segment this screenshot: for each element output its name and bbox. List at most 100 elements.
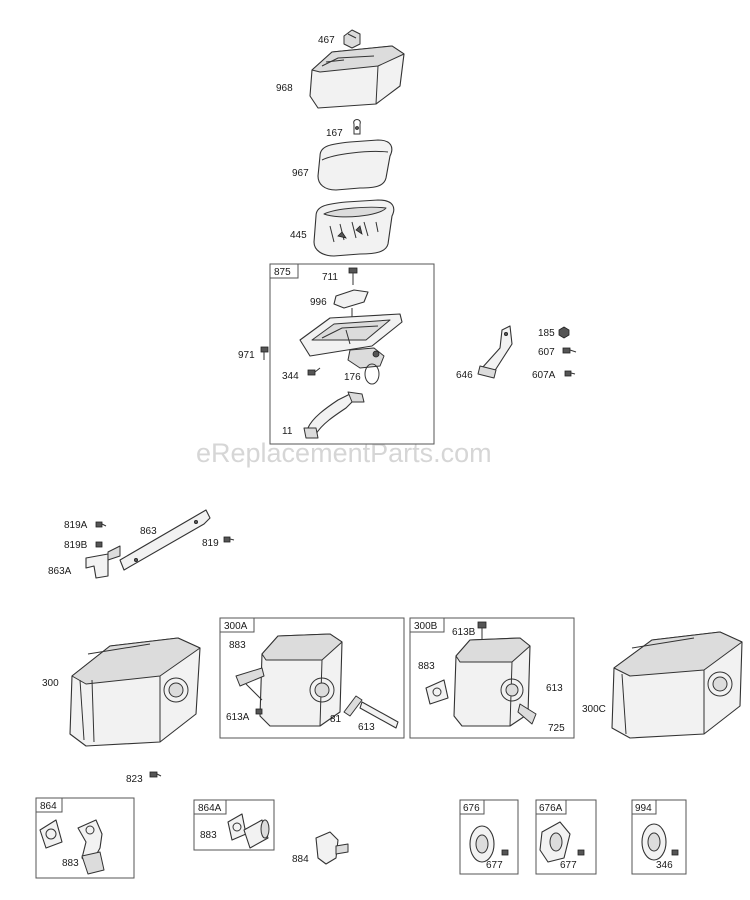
screw-346-icon[interactable] (671, 849, 679, 856)
label-445: 445 (290, 230, 307, 241)
group-box-875 (269, 263, 435, 445)
deflector-676a-icon[interactable] (539, 821, 571, 863)
nut-185-icon[interactable] (558, 326, 570, 339)
muffler-300-icon[interactable] (69, 637, 201, 747)
screw-823-icon[interactable] (149, 771, 162, 778)
group-tag-864: 864 (40, 801, 57, 812)
screw-971-icon[interactable] (260, 346, 269, 360)
bracket-863-icon[interactable] (119, 509, 211, 571)
label-819b: 819B (64, 540, 88, 551)
label-968: 968 (276, 83, 293, 94)
group-tag-864-box (35, 797, 63, 813)
label-185: 185 (538, 328, 555, 339)
label-971: 971 (238, 350, 255, 361)
deflector-676-icon[interactable] (469, 825, 495, 863)
label-646: 646 (456, 370, 473, 381)
label-883-b: 883 (418, 661, 435, 672)
label-467: 467 (318, 35, 335, 46)
air-cleaner-base-icon[interactable] (299, 313, 403, 369)
screw-819-icon[interactable] (223, 536, 235, 543)
label-607: 607 (538, 347, 555, 358)
exhaust-pipe-864a-icon[interactable] (243, 819, 270, 849)
group-box-864a (193, 799, 275, 851)
clamp-884-icon[interactable] (315, 831, 349, 865)
bolt-613b-icon[interactable] (477, 621, 487, 640)
breather-tube-icon[interactable] (303, 391, 365, 439)
label-167: 167 (326, 128, 343, 139)
screw-819b-icon[interactable] (95, 541, 103, 548)
air-cleaner-cover-icon[interactable] (309, 45, 405, 109)
screw-819a-icon[interactable] (95, 521, 107, 528)
group-tag-994-box (631, 799, 657, 815)
group-tag-300b: 300B (414, 621, 438, 632)
screw-677-b-icon[interactable] (577, 849, 585, 856)
group-box-300b (409, 617, 575, 739)
group-box-676 (459, 799, 519, 875)
exhaust-elbow-864-icon[interactable] (77, 819, 105, 875)
screw-677-a-icon[interactable] (501, 849, 509, 856)
bracket-646-icon[interactable] (477, 325, 513, 379)
label-863: 863 (140, 526, 157, 537)
label-883-d: 883 (200, 830, 217, 841)
label-819: 819 (202, 538, 219, 549)
label-176: 176 (344, 372, 361, 383)
label-613: 613 (358, 722, 375, 733)
spark-arrestor-994-icon[interactable] (641, 823, 667, 861)
group-tag-676: 676 (463, 803, 480, 814)
label-81: 81 (330, 714, 342, 725)
group-tag-864a: 864A (198, 803, 222, 814)
label-725: 725 (548, 723, 565, 734)
pre-cleaner-icon[interactable] (317, 139, 393, 191)
group-tag-300b-box (409, 617, 445, 633)
label-300c: 300C (582, 704, 606, 715)
label-300: 300 (42, 678, 59, 689)
muffler-300a-icon[interactable] (235, 633, 343, 727)
screw-607a-icon[interactable] (564, 370, 576, 377)
clip-icon[interactable] (353, 119, 361, 135)
group-tag-875-box (269, 263, 299, 279)
group-tag-875: 875 (274, 267, 291, 278)
screw-607-icon[interactable] (562, 347, 577, 354)
bracket-863a-icon[interactable] (85, 545, 121, 579)
pipe-613-icon[interactable] (359, 701, 399, 729)
label-884: 884 (292, 854, 309, 865)
o-ring-176-icon[interactable] (364, 363, 380, 385)
group-tag-676-box (459, 799, 485, 815)
guard-81-icon[interactable] (343, 695, 363, 717)
group-tag-300a-box (219, 617, 255, 633)
knob-icon[interactable] (343, 29, 361, 49)
label-677-b: 677 (560, 860, 577, 871)
label-607a: 607A (532, 370, 556, 381)
label-346: 346 (656, 860, 673, 871)
label-11: 11 (282, 426, 293, 437)
label-863a: 863A (48, 566, 72, 577)
group-tag-676a: 676A (539, 803, 563, 814)
gasket-864a-icon[interactable] (227, 813, 247, 841)
label-883-a: 883 (229, 640, 246, 651)
label-823: 823 (126, 774, 143, 785)
label-819a: 819A (64, 520, 88, 531)
watermark: eReplacementParts.com (196, 438, 492, 468)
group-tag-864a-box (193, 799, 227, 815)
group-box-994 (631, 799, 687, 875)
label-883-c: 883 (62, 858, 79, 869)
air-filter-icon[interactable] (313, 199, 395, 257)
label-613-b: 613 (546, 683, 563, 694)
group-box-300a (219, 617, 405, 739)
label-677-a: 677 (486, 860, 503, 871)
label-613b: 613B (452, 627, 476, 638)
group-box-864 (35, 797, 135, 879)
screw-344-icon[interactable] (307, 367, 321, 376)
gasket-883-b-icon[interactable] (425, 679, 449, 705)
gasket-864-icon[interactable] (39, 819, 63, 849)
label-967: 967 (292, 168, 309, 179)
muffler-300b-icon[interactable] (453, 637, 537, 727)
bolt-711-icon[interactable] (348, 267, 358, 285)
muffler-300c-icon[interactable] (611, 631, 743, 739)
group-tag-300a: 300A (224, 621, 248, 632)
label-344: 344 (282, 371, 299, 382)
label-996: 996 (310, 297, 327, 308)
group-tag-994: 994 (635, 803, 652, 814)
screw-613a-icon[interactable] (255, 708, 263, 715)
